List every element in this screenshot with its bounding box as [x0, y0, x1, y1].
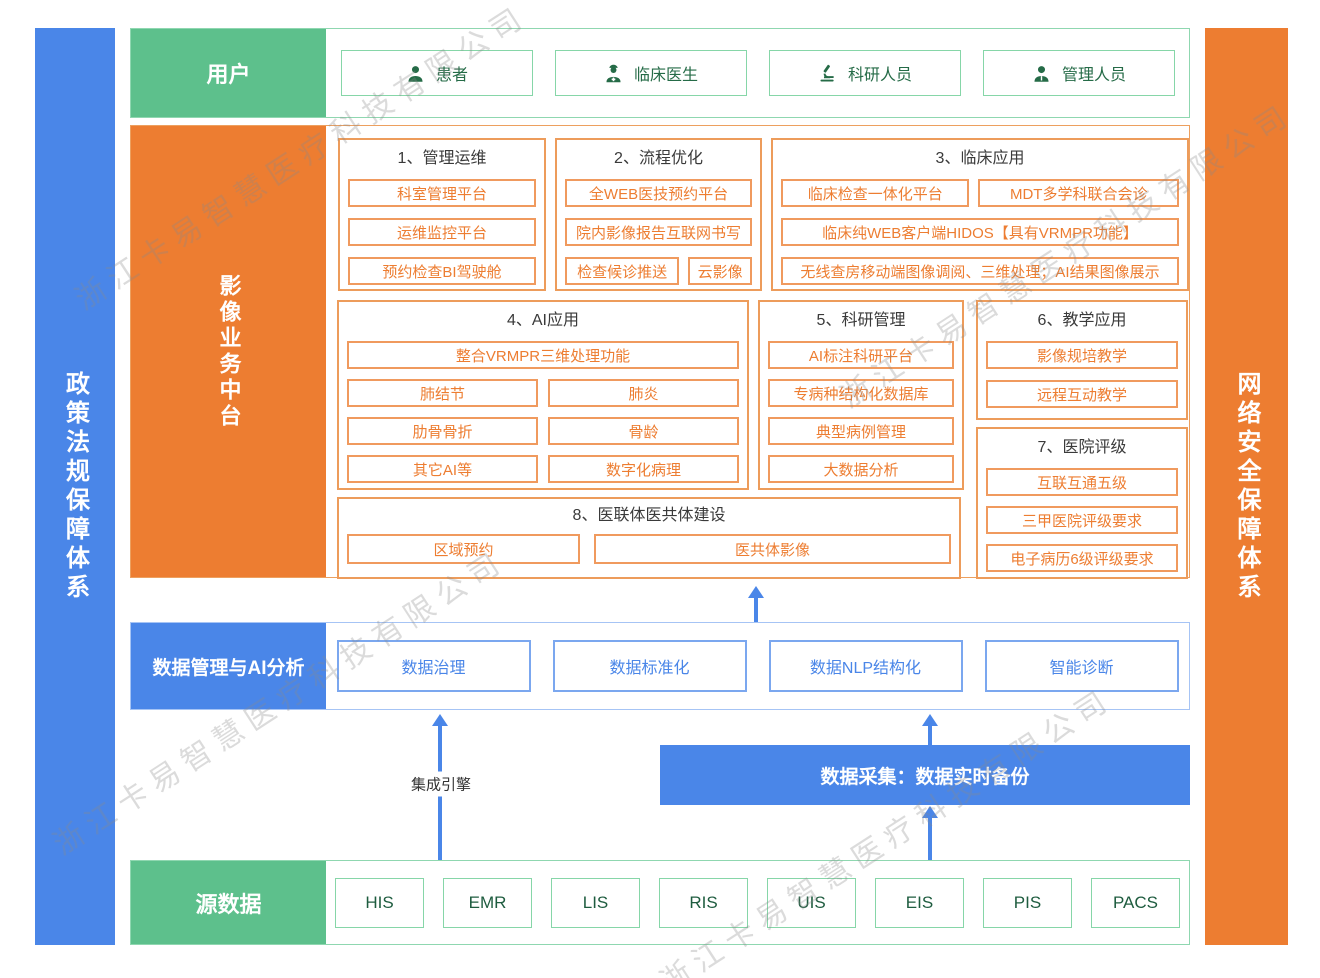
source-system-emr: EMR [443, 877, 532, 928]
platform-item: 肺结节 [347, 379, 538, 407]
data-management-content: 数据治理 数据标准化 数据NLP结构化 智能诊断 [326, 623, 1189, 709]
imaging-platform-label: 影像业务中台 [216, 273, 242, 430]
source-data-label: 源数据 [131, 861, 326, 944]
source-system-pis: PIS [983, 877, 1072, 928]
source-data-row: 源数据 HIS EMR LIS RIS UIS EIS PIS PACS [130, 860, 1190, 945]
section-title: 4、AI应用 [506, 312, 580, 329]
source-data-content: HIS EMR LIS RIS UIS EIS PIS PACS [326, 861, 1189, 944]
section-management-ops: 1、管理运维 科室管理平台 运维监控平台 预约检查BI驾驶舱 [338, 138, 546, 291]
platform-item: 大数据分析 [768, 455, 954, 483]
section-title: 7、医院评级 [1037, 439, 1127, 456]
source-system-pacs: PACS [1091, 877, 1180, 928]
data-management-row: 数据管理与AI分析 数据治理 数据标准化 数据NLP结构化 智能诊断 [130, 622, 1190, 710]
arrow-shaft [928, 726, 932, 745]
platform-item: 预约检查BI驾驶舱 [348, 257, 536, 285]
platform-item: 临床检查一体化平台 [781, 179, 970, 207]
doctor-icon [606, 64, 621, 82]
platform-item: MDT多学科联合会诊 [978, 179, 1179, 207]
platform-item: 影像规培教学 [986, 341, 1178, 369]
platform-item: 运维监控平台 [348, 218, 536, 246]
user-item-patient: 患者 [340, 50, 533, 96]
platform-item: 其它AI等 [347, 455, 538, 483]
platform-item: 电子病历6级评级要求 [986, 544, 1178, 572]
section-research-management: 5、科研管理 AI标注科研平台 专病种结构化数据库 典型病例管理 大数据分析 [758, 300, 964, 490]
user-item-clinician: 临床医生 [554, 50, 747, 96]
platform-item: 数字化病理 [548, 455, 739, 483]
user-item-label: 临床医生 [633, 67, 698, 84]
user-item-label: 患者 [435, 67, 468, 84]
section-clinical-application: 3、临床应用 临床检查一体化平台 MDT多学科联合会诊 临床纯WEB客户端HID… [771, 138, 1189, 291]
data-mgmt-item: 数据NLP结构化 [768, 640, 963, 692]
arrow-head-icon [922, 806, 938, 818]
platform-item: 三甲医院评级要求 [986, 506, 1178, 534]
platform-item: 肋骨骨折 [347, 417, 538, 445]
arrow-source-to-collect [922, 806, 938, 860]
section-title: 3、临床应用 [935, 150, 1025, 167]
section-medical-alliance: 8、医联体医共体建设 区域预约 医共体影像 [337, 497, 961, 579]
platform-item: 骨龄 [548, 417, 739, 445]
user-item-manager: 管理人员 [982, 50, 1175, 96]
platform-item: 云影像 [688, 257, 752, 285]
platform-item: 临床纯WEB客户端HIDOS【具有VRMPR功能】 [781, 218, 1179, 246]
source-system-uis: UIS [767, 877, 856, 928]
platform-item: 区域预约 [347, 534, 581, 564]
imaging-platform: 影像业务中台 1、管理运维 科室管理平台 运维监控平台 预约检查BI驾驶舱 2、… [130, 125, 1190, 579]
user-item-researcher: 科研人员 [768, 50, 961, 96]
arrow-head-icon [922, 714, 938, 726]
manager-icon [1034, 65, 1049, 82]
source-system-lis: LIS [551, 877, 640, 928]
network-security-label: 网络安全保障体系 [1233, 370, 1260, 603]
data-collection-box: 数据采集：数据实时备份 [660, 745, 1190, 805]
policy-regulation-sidebar: 政策法规保障体系 [35, 28, 115, 945]
microscope-icon [820, 64, 834, 82]
integration-engine-label: 集成引擎 [405, 771, 477, 797]
platform-item: 无线查房移动端图像调阅、三维处理；AI结果图像展示 [781, 257, 1179, 285]
platform-item: 典型病例管理 [768, 417, 954, 445]
data-management-label: 数据管理与AI分析 [131, 623, 326, 709]
platform-item: 整合VRMPR三维处理功能 [347, 341, 739, 369]
source-system-eis: EIS [875, 877, 964, 928]
platform-item: 院内影像报告互联网书写 [565, 218, 752, 246]
arrow-shaft [754, 598, 758, 622]
platform-item: 医共体影像 [594, 534, 951, 564]
user-item-label: 科研人员 [847, 67, 912, 84]
platform-item: 科室管理平台 [348, 179, 536, 207]
section-teaching-application: 6、教学应用 影像规培教学 远程互动教学 [976, 300, 1188, 420]
platform-item: AI标注科研平台 [768, 341, 954, 369]
imaging-platform-label-box: 影像业务中台 [131, 126, 326, 577]
platform-item: 互联互通五级 [986, 468, 1178, 496]
data-mgmt-item: 数据标准化 [552, 640, 747, 692]
section-ai-application: 4、AI应用 整合VRMPR三维处理功能 肺结节 肺炎 肋骨骨折 骨龄 其它AI… [337, 300, 749, 490]
section-title: 8、医联体医共体建设 [572, 507, 726, 524]
users-row: 用户 患者 临床医生 科研人员 管理人员 [130, 28, 1190, 118]
source-system-his: HIS [335, 877, 424, 928]
arrow-head-icon [748, 586, 764, 598]
arrow-shaft [928, 818, 932, 860]
arrow-collect-to-datamgmt [922, 714, 938, 745]
user-item-label: 管理人员 [1061, 67, 1126, 84]
patient-icon [408, 65, 423, 82]
section-title: 5、科研管理 [816, 312, 906, 329]
arrow-datamgmt-to-platform [748, 586, 764, 622]
section-process-optimization: 2、流程优化 全WEB医技预约平台 院内影像报告互联网书写 检查候诊推送 云影像 [555, 138, 762, 291]
policy-regulation-label: 政策法规保障体系 [61, 370, 89, 603]
section-title: 6、教学应用 [1037, 312, 1127, 329]
platform-item: 检查候诊推送 [565, 257, 680, 285]
section-title: 1、管理运维 [397, 150, 487, 167]
network-security-sidebar: 网络安全保障体系 [1205, 28, 1288, 945]
users-row-label: 用户 [131, 29, 326, 117]
data-collection-label: 数据采集：数据实时备份 [820, 766, 1030, 788]
users-row-content: 患者 临床医生 科研人员 管理人员 [326, 29, 1189, 117]
source-system-ris: RIS [659, 877, 748, 928]
platform-item: 专病种结构化数据库 [768, 379, 954, 407]
platform-item: 全WEB医技预约平台 [565, 179, 752, 207]
platform-item: 肺炎 [548, 379, 739, 407]
section-title: 2、流程优化 [614, 150, 703, 167]
data-mgmt-item: 智能诊断 [984, 640, 1179, 692]
data-mgmt-item: 数据治理 [336, 640, 531, 692]
arrow-head-icon [432, 714, 448, 726]
platform-item: 远程互动教学 [986, 380, 1178, 408]
section-hospital-rating: 7、医院评级 互联互通五级 三甲医院评级要求 电子病历6级评级要求 [976, 427, 1188, 579]
